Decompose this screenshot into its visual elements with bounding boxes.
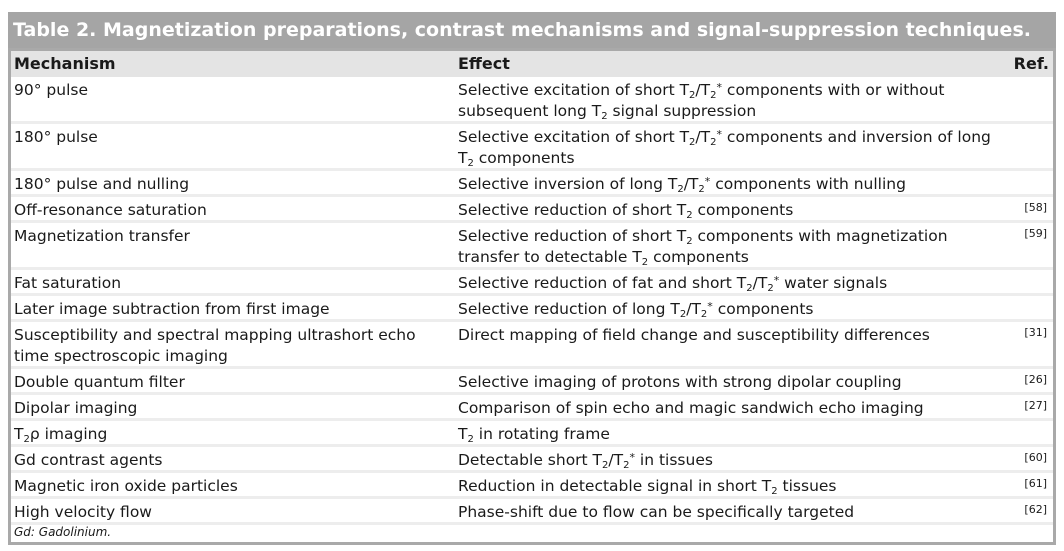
table-row: Magnetic iron oxide particles Reduction i… — [11, 473, 1053, 499]
ref-cell: [27] — [1024, 399, 1047, 412]
effect-cell: Phase-shift due to flow can be specifica… — [458, 503, 855, 521]
effect-cell: Comparison of spin echo and magic sandwi… — [458, 399, 924, 417]
mechanism-cell: Gd contrast agents — [14, 451, 163, 469]
mechanism-cell: Susceptibility and spectral mapping ultr… — [14, 326, 416, 365]
effect-cell: Selective imaging of protons with strong… — [458, 373, 902, 391]
mechanism-cell: Magnetization transfer — [14, 227, 190, 245]
table-row: Double quantum filter Selective imaging o… — [11, 369, 1053, 395]
ref-cell: [62] — [1024, 503, 1047, 516]
effect-cell: Reduction in detectable signal in short … — [458, 477, 837, 497]
table-title: Table 2. Magnetization preparations, con… — [8, 12, 1056, 48]
table-footnote: Gd: Gadolinium. — [14, 525, 112, 539]
table-row: 180° pulse and nulling Selective inversio… — [11, 171, 1053, 197]
effect-cell: Selective reduction of short T2 componen… — [458, 201, 794, 221]
mechanism-cell: Double quantum filter — [14, 373, 185, 391]
ref-cell: [31] — [1024, 326, 1047, 339]
table-row: Susceptibility and spectral mapping ultr… — [11, 322, 1053, 369]
table-frame: Table 2. Magnetization preparations, con… — [8, 12, 1056, 545]
header-ref: Ref. — [1013, 54, 1049, 73]
ref-cell: [58] — [1024, 201, 1047, 214]
mechanism-cell: Later image subtraction from first image — [14, 300, 330, 318]
table-row: 90° pulse Selective excitation of short T… — [11, 77, 1053, 124]
table-row: High velocity flow Phase-shift due to flo… — [11, 499, 1053, 525]
mechanism-cell: 90° pulse — [14, 81, 88, 99]
table-row: Dipolar imaging Comparison of spin echo a… — [11, 395, 1053, 421]
table-row: Off-resonance saturation Selective reduct… — [11, 197, 1053, 223]
effect-cell: Selective reduction of long T2/T2* compo… — [458, 300, 814, 320]
mechanism-cell: Fat saturation — [14, 274, 122, 292]
table-row: Later image subtraction from first image… — [11, 296, 1053, 322]
effect-cell: Selective excitation of short T2/T2* com… — [458, 128, 991, 169]
mechanism-cell: 180° pulse — [14, 128, 98, 146]
mechanism-cell: Dipolar imaging — [14, 399, 138, 417]
effect-cell: Selective reduction of fat and short T2/… — [458, 274, 888, 294]
ref-cell: [26] — [1024, 373, 1047, 386]
table-row: Gd contrast agents Detectable short T2/T2… — [11, 447, 1053, 473]
effect-cell: T2 in rotating frame — [458, 425, 610, 445]
table-row: Magnetization transfer Selective reductio… — [11, 223, 1053, 270]
ref-cell: [61] — [1024, 477, 1047, 490]
mechanism-cell: Off-resonance saturation — [14, 201, 207, 219]
ref-cell: [59] — [1024, 227, 1047, 240]
table-row: T2ρ imaging T2 in rotating frame — [11, 421, 1053, 447]
effect-cell: Selective reduction of short T2 componen… — [458, 227, 948, 268]
effect-cell: Direct mapping of field change and susce… — [458, 326, 930, 344]
mechanism-cell: High velocity flow — [14, 503, 152, 521]
mechanism-cell: Magnetic iron oxide particles — [14, 477, 238, 495]
effect-cell: Detectable short T2/T2* in tissues — [458, 451, 713, 471]
mechanism-cell: T2ρ imaging — [14, 425, 108, 445]
table-row: 180° pulse Selective excitation of short … — [11, 124, 1053, 171]
ref-cell: [60] — [1024, 451, 1047, 464]
table-row: Fat saturation Selective reduction of fat… — [11, 270, 1053, 296]
mechanism-cell: 180° pulse and nulling — [14, 175, 190, 193]
effect-cell: Selective inversion of long T2/T2* compo… — [458, 175, 906, 195]
header-effect: Effect — [458, 54, 510, 73]
effect-cell: Selective excitation of short T2/T2* com… — [458, 81, 945, 122]
header-mechanism: Mechanism — [14, 54, 116, 73]
table-header-row: Mechanism Effect Ref. — [11, 51, 1053, 77]
